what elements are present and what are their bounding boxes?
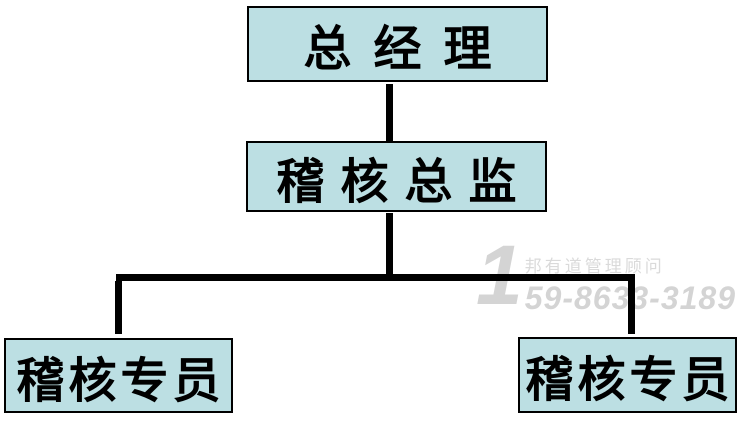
connector-horizontal-bus xyxy=(116,274,635,281)
org-node-label: 稽核专员 xyxy=(525,354,734,407)
org-node-label: 总经理 xyxy=(303,23,514,76)
connector-gm-to-director xyxy=(386,84,393,142)
connector-drop-left-specialist xyxy=(115,281,122,334)
org-node-audit-director: 稽核总监 xyxy=(246,141,547,212)
org-node-label: 稽核总监 xyxy=(276,155,533,209)
connector-drop-right-specialist xyxy=(628,281,635,334)
org-node-general-manager: 总经理 xyxy=(247,6,548,82)
org-node-audit-specialist-left: 稽核专员 xyxy=(4,338,233,413)
org-node-audit-specialist-right: 稽核专员 xyxy=(518,337,737,413)
connector-director-stem xyxy=(386,213,393,274)
org-node-label: 稽核专员 xyxy=(16,354,225,408)
